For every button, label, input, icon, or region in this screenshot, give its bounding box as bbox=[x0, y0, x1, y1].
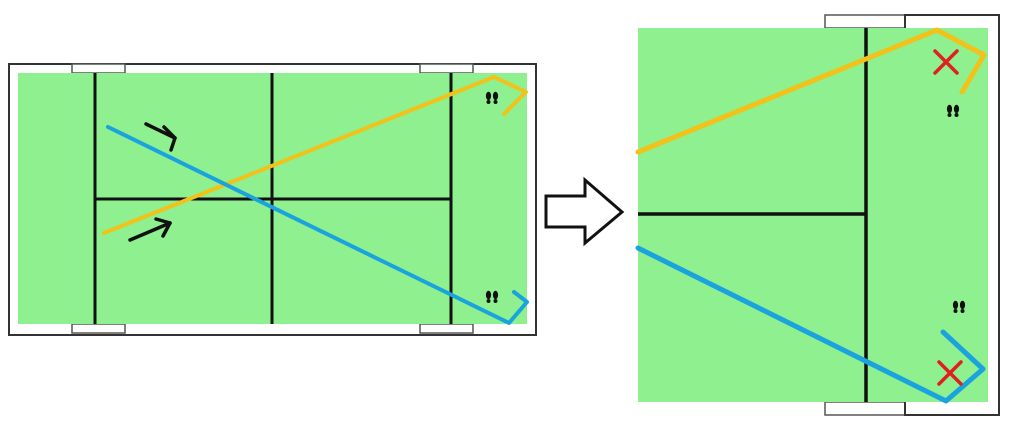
transition-arrow-icon bbox=[544, 176, 625, 247]
left-post-tab-top-left bbox=[71, 63, 126, 74]
left-court-lines bbox=[93, 73, 453, 324]
direction-arrow-icon bbox=[144, 122, 177, 152]
left-court-panel bbox=[8, 63, 537, 336]
right-yellow-path bbox=[635, 27, 987, 155]
cross-mark-icon bbox=[937, 360, 963, 386]
right-post-tab-bottom bbox=[824, 401, 906, 416]
direction-arrow-icon bbox=[128, 217, 172, 242]
left-post-tab-bottom-left bbox=[71, 323, 126, 334]
right-court-panel bbox=[635, 14, 1000, 416]
left-blue-path bbox=[106, 125, 529, 325]
right-blue-path bbox=[635, 245, 986, 404]
left-post-tab-top-right bbox=[419, 63, 474, 74]
left-yellow-path bbox=[102, 75, 528, 235]
cross-mark-icon bbox=[933, 49, 959, 75]
right-post-tab-top bbox=[824, 14, 906, 29]
left-post-tab-bottom-right bbox=[419, 323, 474, 334]
right-court-lines bbox=[638, 28, 868, 402]
